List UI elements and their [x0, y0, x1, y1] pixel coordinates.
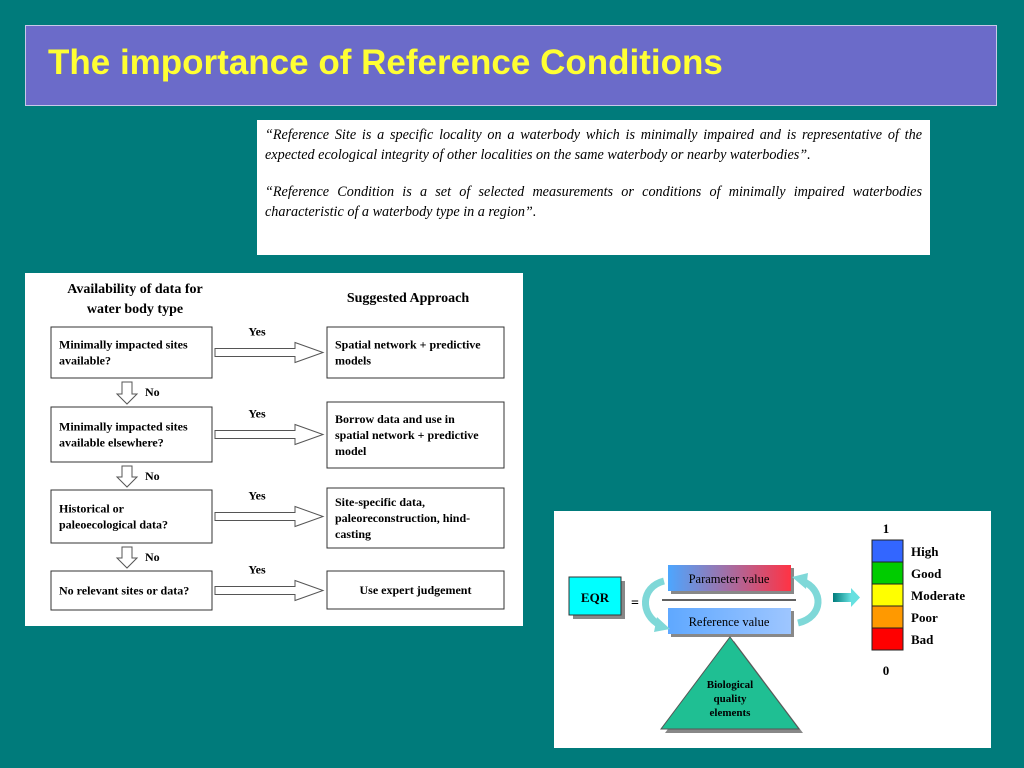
curved-arrow-right-icon	[796, 577, 822, 627]
eqr-box: EQR	[568, 576, 625, 619]
approach-box	[326, 401, 505, 469]
question-text: Minimally impacted sites	[59, 338, 188, 352]
biological-quality-triangle: Biological quality elements	[660, 636, 803, 733]
no-label: No	[145, 469, 160, 483]
quality-class-label: Poor	[911, 610, 938, 625]
question-box	[50, 326, 213, 379]
quality-class-swatch	[871, 627, 904, 651]
question-text: No relevant sites or data?	[59, 584, 189, 598]
triangle-label-line-3: elements	[710, 707, 752, 719]
flow-row: Minimally impacted sites available? Spatia…	[50, 325, 505, 405]
no-arrow-icon	[115, 381, 139, 405]
approach-box	[326, 487, 505, 549]
data-availability-flowchart: Availability of data for water body type…	[25, 273, 523, 626]
question-text: Minimally impacted sites	[59, 420, 188, 434]
question-text: paleoecological data?	[59, 518, 168, 532]
reference-value-box: Reference value	[668, 608, 794, 637]
question-box	[50, 489, 213, 544]
question-text: available?	[59, 354, 111, 368]
quality-class-swatch	[871, 561, 904, 585]
quality-class-label: Moderate	[911, 588, 965, 603]
no-label: No	[145, 550, 160, 564]
triangle-label-line-1: Biological	[707, 679, 753, 691]
definitions-box: “Reference Site is a specific locality o…	[257, 120, 930, 255]
question-text: available elsewhere?	[59, 436, 164, 450]
scale-bottom-label: 0	[883, 663, 890, 678]
question-box	[50, 406, 213, 463]
scale-top-label: 1	[883, 521, 890, 536]
equals-sign: =	[631, 596, 639, 611]
title-bar: The importance of Reference Conditions	[25, 25, 997, 106]
yes-arrow-icon	[214, 423, 325, 446]
approach-text: paleoreconstruction, hind-	[335, 511, 470, 525]
quality-class-swatch	[871, 583, 904, 607]
approach-text: casting	[335, 527, 371, 541]
reference-condition-definition: “Reference Condition is a set of selecte…	[265, 184, 922, 220]
no-arrow-icon	[115, 465, 139, 488]
left-heading-line-1: Availability of data for	[67, 282, 202, 297]
curved-arrow-left-icon	[642, 577, 666, 629]
yes-arrow-icon	[214, 579, 325, 602]
yes-label: Yes	[248, 489, 266, 503]
quality-class-label: Good	[911, 566, 942, 581]
approach-text: models	[335, 354, 371, 368]
approach-text: model	[335, 444, 367, 458]
page-title: The importance of Reference Conditions	[48, 43, 723, 82]
reference-site-definition: “Reference Site is a specific locality o…	[265, 127, 922, 163]
approach-text: Borrow data and use in	[335, 412, 455, 426]
yes-arrow-icon	[214, 505, 325, 528]
yes-label: Yes	[248, 407, 266, 421]
quality-class-label: Bad	[911, 632, 934, 647]
flow-row: No relevant sites or data? Use expert jud…	[50, 563, 505, 611]
yes-label: Yes	[248, 563, 266, 577]
left-heading-line-2: water body type	[87, 302, 183, 317]
question-box	[50, 570, 213, 611]
parameter-value-label: Parameter value	[689, 572, 770, 586]
quality-class-label: High	[911, 544, 939, 559]
parameter-value-box: Parameter value	[668, 565, 794, 594]
approach-box	[326, 570, 505, 610]
reference-value-label: Reference value	[689, 615, 770, 629]
eqr-diagram: EQR = Parameter value Reference value Bi…	[554, 511, 991, 748]
question-text: Historical or	[59, 502, 125, 516]
eqr-label: EQR	[581, 590, 610, 605]
no-label: No	[145, 385, 160, 399]
approach-box	[326, 326, 505, 379]
yes-arrow-icon	[214, 341, 325, 364]
approach-text: Spatial network + predictive	[335, 338, 481, 352]
quality-class-swatch	[871, 539, 904, 563]
arrow-right-icon	[833, 588, 860, 607]
quality-class-swatch	[871, 605, 904, 629]
approach-text: Use expert judgement	[360, 583, 472, 597]
no-arrow-icon	[115, 546, 139, 569]
right-heading: Suggested Approach	[347, 291, 469, 306]
flow-row: Minimally impacted sites available elsewh…	[50, 401, 505, 488]
yes-label: Yes	[248, 325, 266, 339]
approach-text: Site-specific data,	[335, 495, 425, 509]
flow-row: Historical or paleoecological data? Site-s…	[50, 487, 505, 569]
triangle-label-line-2: quality	[713, 693, 747, 705]
approach-text: spatial network + predictive	[335, 428, 479, 442]
